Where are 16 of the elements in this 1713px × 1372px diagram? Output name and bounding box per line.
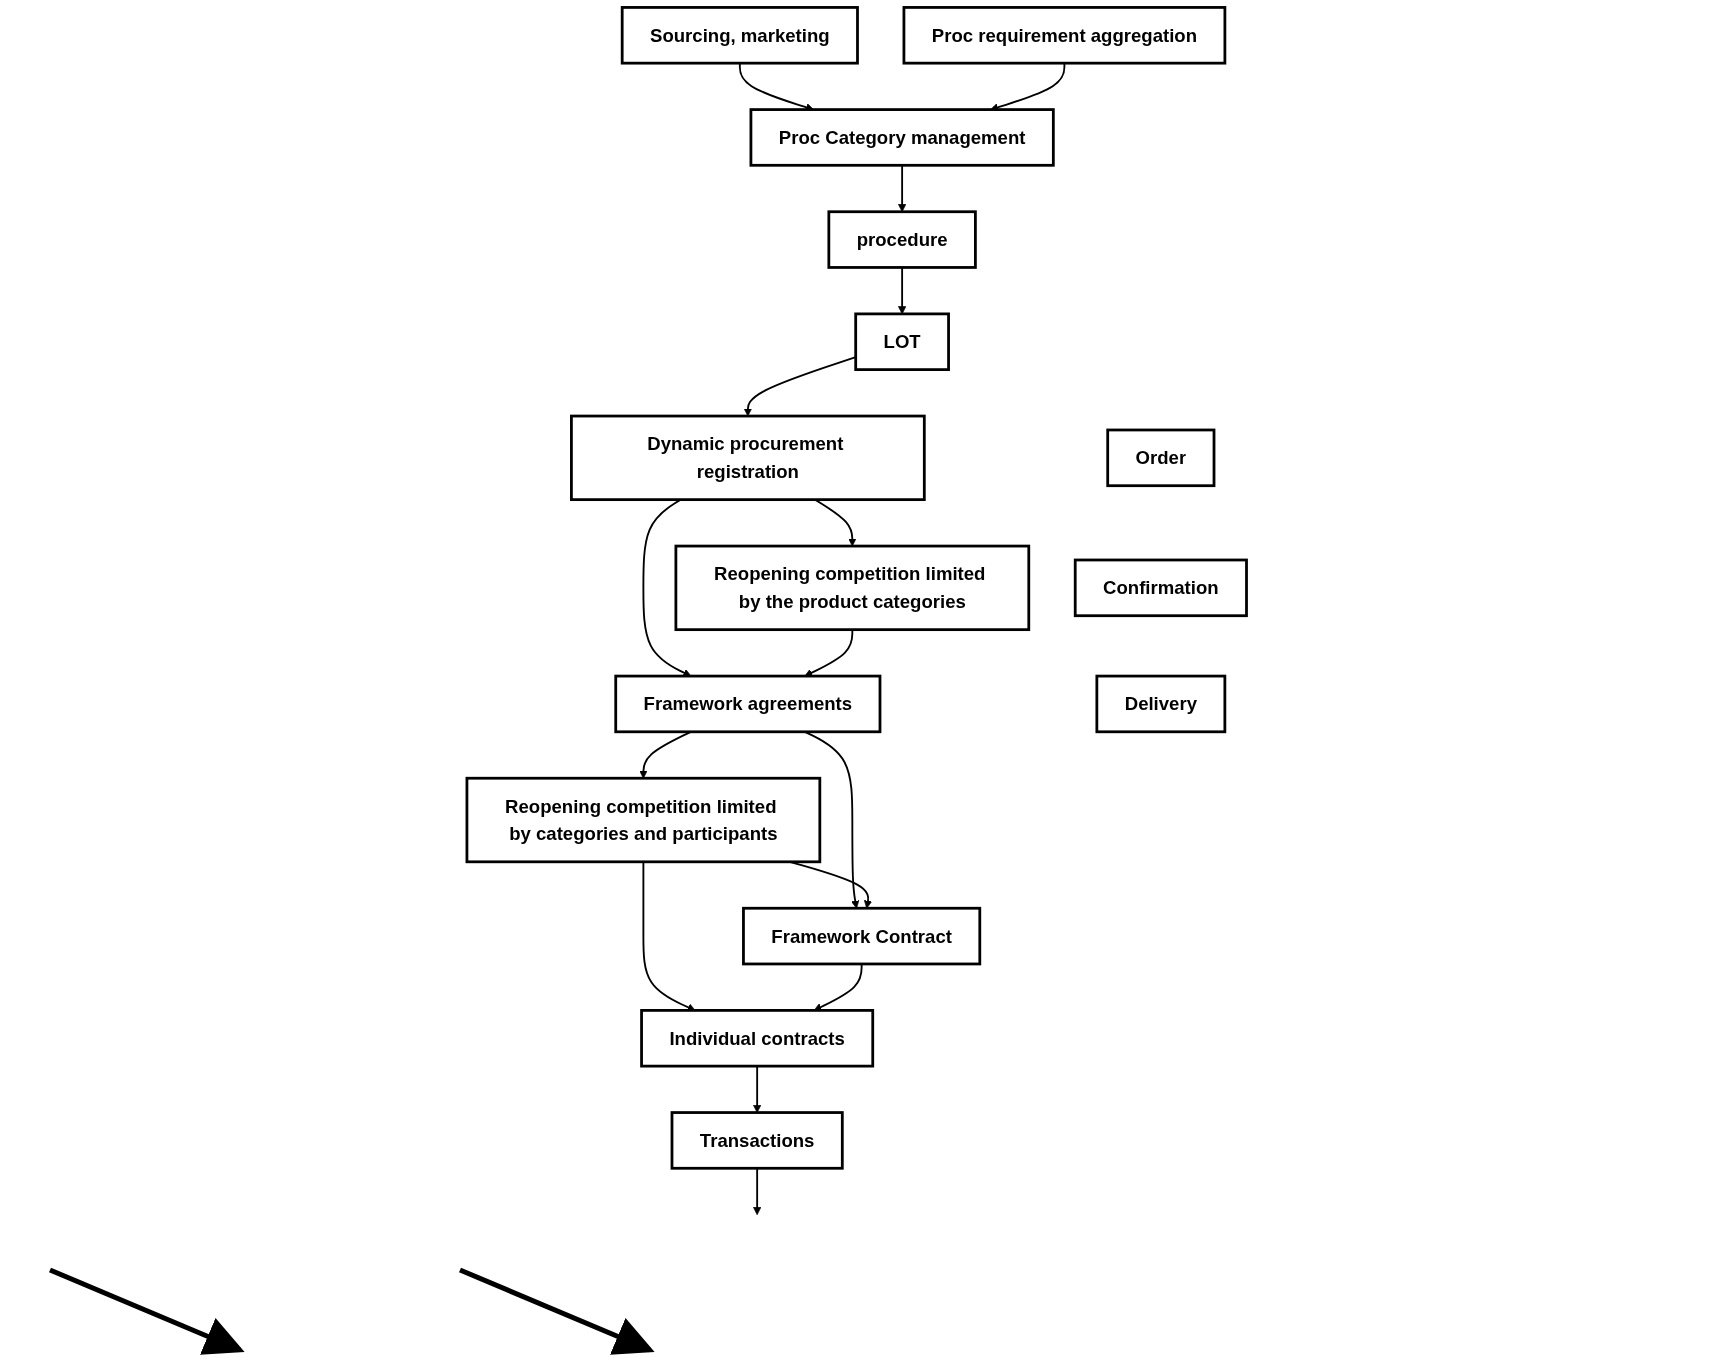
arrow: [813, 963, 863, 1011]
node-box: Transactions: [670, 1111, 844, 1170]
node-box: Delivery: [1095, 674, 1227, 734]
node-box: LOT: [854, 312, 950, 371]
node-box: Framework agreements: [614, 674, 882, 734]
node-box: Order: [1106, 428, 1216, 488]
node-box: Confirmation: [1073, 558, 1248, 618]
node-box: procedure: [827, 210, 977, 269]
node-box: Proc requirement aggregation: [902, 6, 1227, 65]
node-box: Proc Category management: [749, 108, 1055, 167]
node-box: Sourcing, marketing: [620, 6, 859, 65]
node-box: Individual contracts: [639, 1009, 874, 1068]
node-box: Dynamic procurement registration: [569, 414, 926, 502]
node-box: Framework Contract: [741, 906, 981, 966]
node-box: Reopening competition limited by categories and participants: [465, 776, 821, 864]
node-box: Reopening competition limited by the product categories: [674, 544, 1030, 632]
